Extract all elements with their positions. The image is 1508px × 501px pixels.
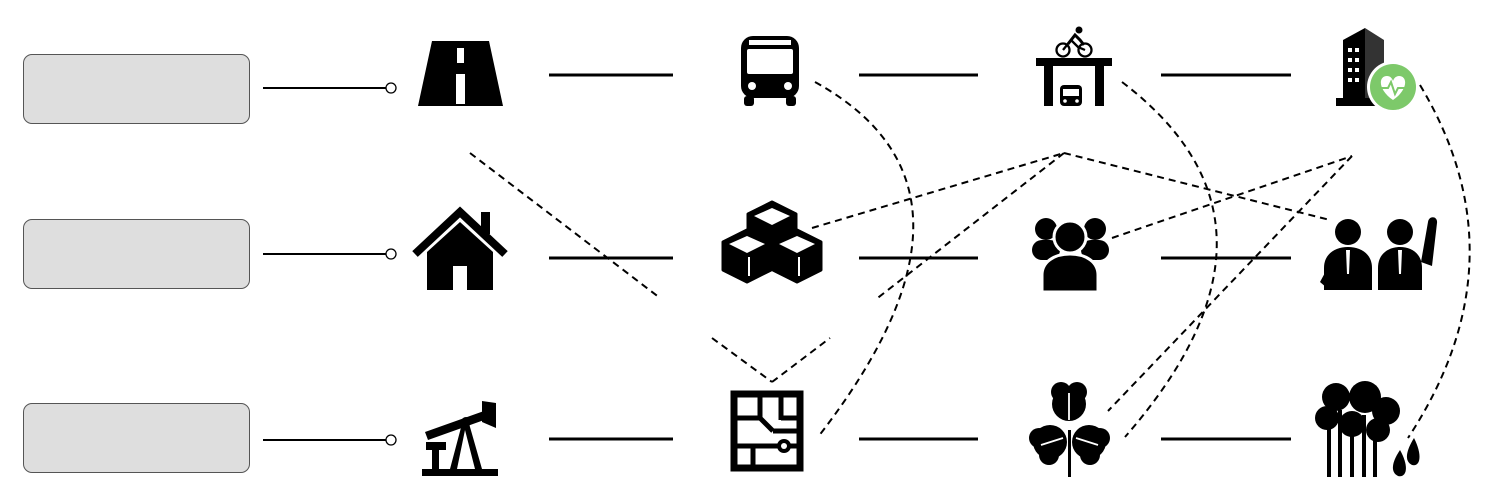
dashed-link-health-clover: [1107, 155, 1353, 412]
row-label-box-1: [23, 54, 250, 124]
boxes-icon: [721, 200, 823, 284]
row-label-box-2: [23, 219, 250, 289]
dashed-link-boxes-hub: [811, 152, 1065, 229]
voting-people-icon: [1320, 217, 1438, 290]
row-label-box-3: [23, 403, 250, 473]
box-connector-3: [263, 434, 397, 446]
people-group-icon: [1032, 218, 1109, 294]
clover-icon: [1029, 382, 1110, 477]
dashed-link-hub-boxes-lower: [874, 152, 1065, 301]
dashed-link-map-left: [711, 337, 773, 383]
dashed-link-road-house: [469, 152, 661, 299]
health-building-icon: [1336, 28, 1419, 113]
oil-pump-icon: [422, 401, 498, 476]
forest-water-icon: [1315, 381, 1420, 477]
dashed-link-map-right: [771, 337, 831, 383]
bridge-bike-car-icon: [1036, 26, 1112, 106]
dashed-arc-bus-map: [814, 81, 915, 438]
city-map-icon: [730, 390, 804, 472]
box-connector-2: [263, 248, 397, 260]
dashed-link-people-health: [1111, 155, 1353, 239]
road-icon: [418, 41, 503, 106]
dashed-arc-health-forest: [1407, 84, 1471, 439]
dashed-arc-bridge-clover: [1121, 81, 1218, 438]
box-connector-1: [263, 82, 397, 94]
house-icon: [412, 206, 508, 290]
dashed-link-hub-voters: [1063, 152, 1331, 221]
bus-icon: [741, 36, 799, 106]
